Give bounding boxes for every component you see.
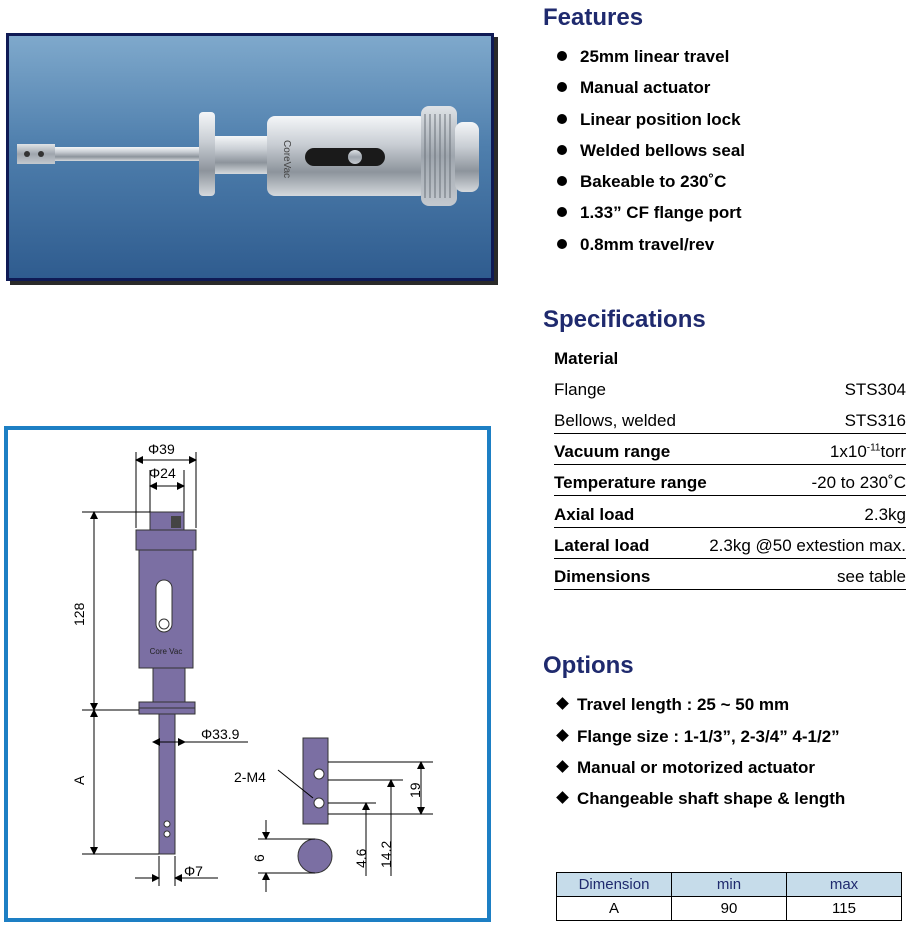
- drawing-brand: Core Vac: [150, 647, 183, 656]
- dim-a: A: [71, 775, 87, 785]
- table-cell: A: [556, 896, 672, 921]
- diamond-bullet-icon: [556, 729, 569, 742]
- technical-drawing: Core Vac: [4, 426, 491, 922]
- bullet-icon: [557, 51, 567, 61]
- option-item: Travel length : 25 ~ 50 mm: [556, 695, 789, 715]
- bullet-icon: [557, 207, 567, 217]
- photo-brand: CoreVac: [281, 140, 292, 178]
- table-row: A 90 115: [556, 896, 902, 921]
- dim-4-6: 4.6: [353, 848, 369, 868]
- material-heading: Material: [554, 349, 619, 368]
- bullet-icon: [557, 145, 567, 155]
- dim-14-2: 14.2: [378, 841, 394, 868]
- dimension-table: Dimension min max A 90 115: [556, 872, 902, 921]
- product-photo: CoreVac: [6, 33, 494, 281]
- diamond-bullet-icon: [556, 791, 569, 804]
- table-header: Dimension: [556, 872, 672, 897]
- dim-phi24: Φ24: [149, 465, 176, 481]
- table-cell: 115: [786, 896, 902, 921]
- option-item: Flange size : 1-1/3”, 2-3/4” 4-1/2”: [556, 727, 840, 747]
- feature-item: 25mm linear travel: [557, 47, 729, 67]
- feature-item: Linear position lock: [557, 110, 741, 130]
- options-heading: Options: [543, 652, 634, 679]
- table-cell: 90: [671, 896, 787, 921]
- spec-row-flange: Flange STS304: [554, 380, 906, 399]
- dim-19: 19: [407, 782, 423, 798]
- option-item: Manual or motorized actuator: [556, 758, 815, 778]
- table-header: min: [671, 872, 787, 897]
- table-header-row: Dimension min max: [556, 872, 902, 897]
- bullet-icon: [557, 239, 567, 249]
- dim-phi339: Φ33.9: [201, 726, 240, 742]
- bullet-icon: [557, 114, 567, 124]
- option-item: Changeable shaft shape & length: [556, 789, 845, 809]
- linear-actuator-image: CoreVac: [17, 106, 479, 206]
- dim-phi7: Φ7: [184, 863, 203, 879]
- diamond-bullet-icon: [556, 697, 569, 710]
- dim-2m4: 2-M4: [234, 769, 266, 785]
- feature-item: Bakeable to 230˚C: [557, 172, 726, 192]
- feature-item: Welded bellows seal: [557, 141, 745, 161]
- dim-6: 6: [251, 854, 267, 862]
- bullet-icon: [557, 82, 567, 92]
- dimension-drawing: Core Vac: [71, 441, 433, 892]
- feature-item: 1.33” CF flange port: [557, 203, 742, 223]
- table-header: max: [786, 872, 902, 897]
- spec-row-vacuum-range: Vacuum range 1x10-11torr: [554, 442, 906, 465]
- spec-row-temperature-range: Temperature range -20 to 230˚C: [554, 473, 906, 496]
- feature-item: Manual actuator: [557, 78, 710, 98]
- specifications-heading: Specifications: [543, 306, 706, 333]
- features-heading: Features: [543, 4, 644, 31]
- diamond-bullet-icon: [556, 760, 569, 773]
- spec-row-bellows: Bellows, welded STS316: [554, 411, 906, 434]
- feature-item: 0.8mm travel/rev: [557, 235, 714, 255]
- spec-row-axial-load: Axial load 2.3kg: [554, 505, 906, 528]
- bullet-icon: [557, 176, 567, 186]
- dim-128: 128: [71, 602, 87, 626]
- dim-phi39: Φ39: [148, 441, 175, 457]
- spec-row-lateral-load: Lateral load 2.3kg @50 extestion max.: [554, 536, 906, 559]
- spec-row-dimensions: Dimensions see table: [554, 567, 906, 590]
